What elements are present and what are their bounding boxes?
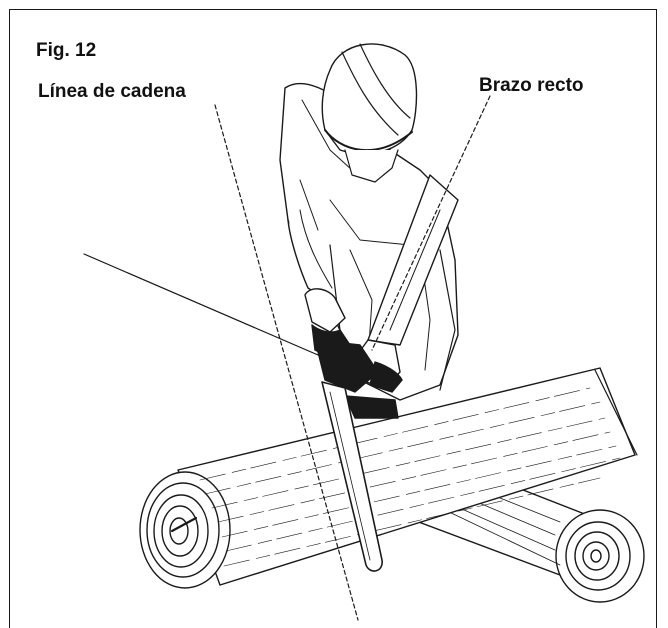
- hard-hat-icon: [322, 44, 416, 154]
- pointer-line: [84, 254, 318, 355]
